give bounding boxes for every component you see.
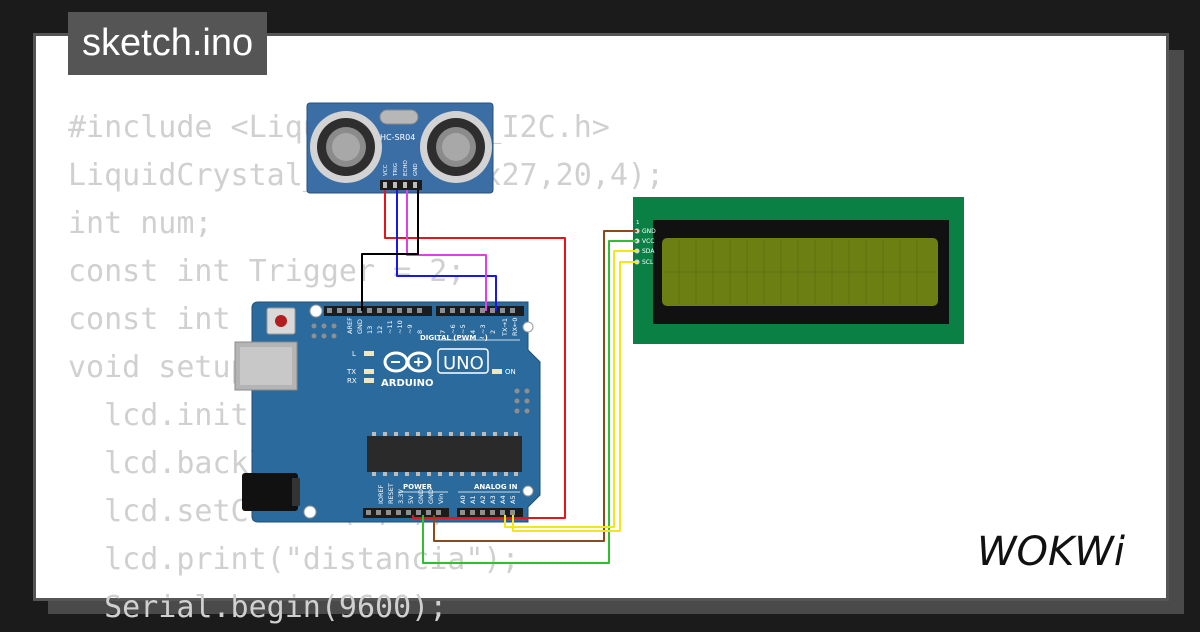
analog-label: ANALOG IN (474, 483, 518, 491)
pin-label: A1 (469, 495, 477, 504)
pin-label: ~9 (406, 324, 414, 334)
code-line: const int Trigger = 2; (68, 254, 466, 289)
led-l (364, 351, 374, 356)
pin-label: ~5 (459, 324, 467, 334)
lcd-pin-one: 1 (636, 220, 640, 226)
pin-label: 2 (489, 330, 497, 334)
arduino-uno-board[interactable]: AREF GND 13 12 ~11 ~10 ~9 8 7 ~6 ~5 4 ~3… (234, 301, 541, 523)
atmega-chip (367, 436, 522, 472)
wire-blue-trig[interactable] (396, 190, 497, 311)
file-name-badge: sketch.ino (68, 12, 268, 75)
wire-yellow-lcd-scl[interactable] (512, 261, 637, 532)
led-label: ON (505, 368, 516, 376)
wire-magenta-echo[interactable] (406, 190, 487, 311)
wire-red-vcc[interactable] (384, 190, 566, 519)
pin-label: ~3 (479, 324, 487, 334)
pin-label: IOREF (377, 484, 385, 504)
pin-label: GND (417, 489, 425, 504)
led-label: L (352, 350, 356, 358)
led-rx (364, 378, 374, 383)
pin-label: TX→1 (501, 318, 509, 337)
pin-label: RX←0 (511, 317, 519, 336)
pin-label: ~6 (449, 324, 457, 334)
pin-label: RESET (387, 483, 395, 504)
led-tx (364, 369, 374, 374)
pin-label: A2 (479, 495, 487, 504)
preview-card: #include <LiquidCrystal_I2C.h>LiquidCrys… (33, 33, 1169, 625)
sensor-pin-label: ECHO (403, 160, 409, 176)
code-line: lcd.print("distancia"); (68, 542, 520, 577)
wokwi-logo: WOKWi (977, 529, 1125, 575)
lcd-pin-label: GND (642, 228, 656, 235)
pin-label: ~10 (396, 320, 404, 334)
board-model: UNO (443, 353, 484, 374)
wire-black-gnd[interactable] (361, 190, 419, 311)
hc-sr04-sensor[interactable]: HC-SR04 VCC TRIG ECHO GND (306, 102, 494, 194)
wokwi-logo-text: WOKWi (977, 529, 1125, 575)
pin-label: 5V (407, 495, 415, 504)
pin-label: 3.3V (397, 489, 405, 504)
pin-label: 4 (469, 330, 477, 334)
power-label: POWER (403, 483, 433, 491)
pin-label: 8 (416, 330, 424, 334)
pin-label: A0 (459, 495, 467, 504)
sensor-pin-label: VCC (383, 164, 389, 176)
pin-label: ~11 (386, 320, 394, 334)
sensor-pin-label: TRIG (393, 163, 399, 177)
code-background: #include <LiquidCrystal_I2C.h>LiquidCrys… (68, 104, 664, 632)
pin-label: 13 (366, 326, 374, 334)
code-line: int num; (68, 206, 213, 241)
transducer-left (310, 111, 382, 183)
sensor-label: HC-SR04 (380, 133, 415, 142)
lcd-pin-label: SCL (642, 259, 654, 266)
pin-label: A3 (489, 495, 497, 504)
lcd-i2c-display[interactable]: 1 GND VCC SDA SCL (633, 197, 964, 344)
led-on (492, 369, 502, 374)
sensor-pin-label: GND (413, 163, 419, 176)
wire-green-lcd-vcc[interactable] (422, 240, 637, 564)
pin-label: GND (427, 489, 435, 504)
lcd-pin-label: SDA (642, 248, 655, 255)
pin-label: Vin (437, 494, 445, 504)
wire-yellow-lcd-sda[interactable] (504, 250, 637, 528)
pin-label: AREF (346, 317, 354, 334)
power-jack (242, 473, 298, 511)
transducer-right (420, 111, 492, 183)
led-label: RX (347, 377, 357, 385)
pin-label: A4 (499, 495, 507, 504)
led-label: TX (346, 368, 356, 376)
pin-label: A5 (509, 495, 517, 504)
pin-label: 7 (439, 330, 447, 334)
digital-label: DIGITAL (PWM ~) (420, 334, 488, 342)
pin-label: GND (356, 319, 364, 334)
arduino-infinity-icon (383, 351, 432, 373)
wire-brown-lcd-gnd[interactable] (433, 230, 637, 542)
lcd-pin-label: VCC (642, 238, 654, 245)
board-brand: ARDUINO (381, 378, 433, 389)
code-line: Serial.begin(9600); (68, 590, 448, 625)
pin-label: 12 (376, 326, 384, 334)
